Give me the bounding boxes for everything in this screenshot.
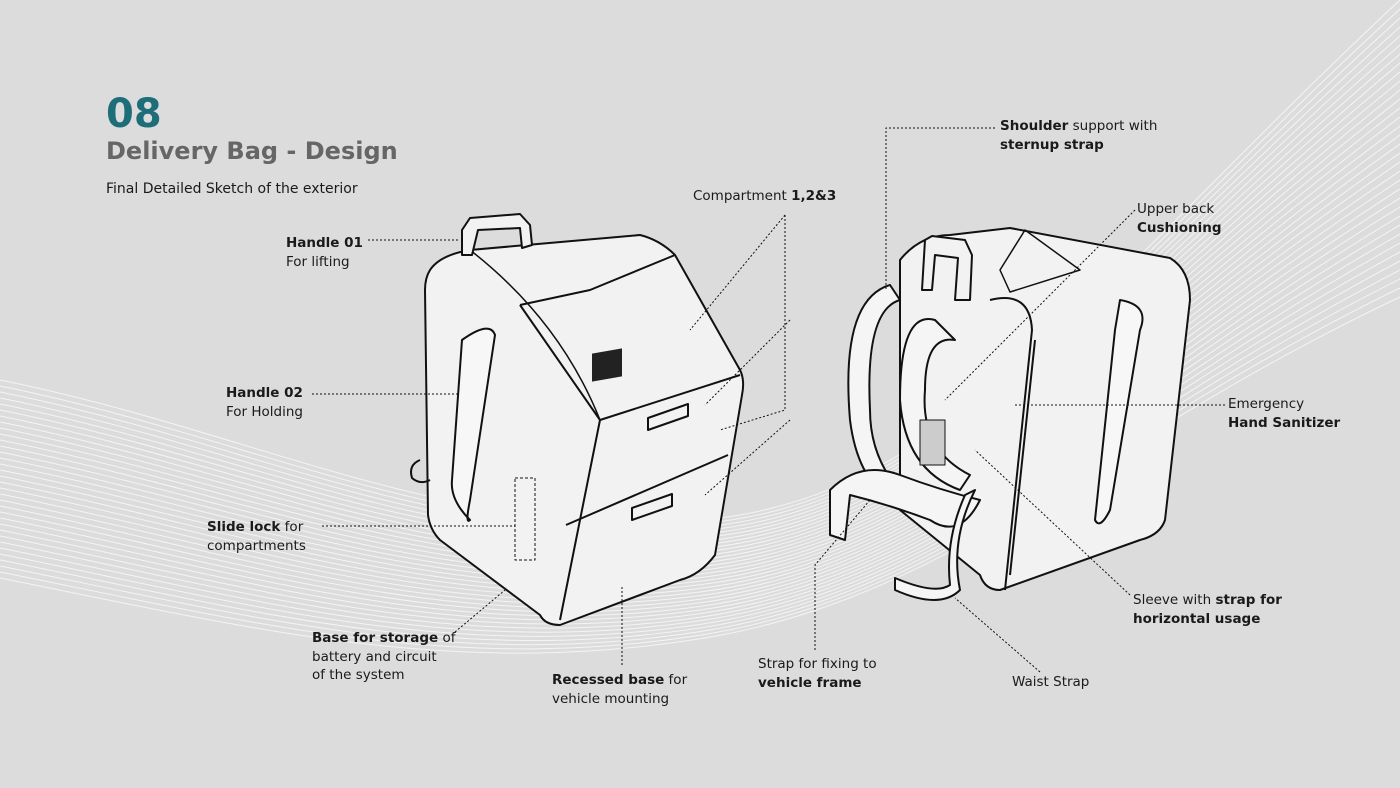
label-text: Compartment	[693, 188, 792, 204]
page-title: Delivery Bag - Design	[106, 137, 398, 165]
leader-lines	[312, 127, 1225, 673]
label-sleeve: Sleeve with strap for horizontal usage	[1133, 591, 1282, 628]
front-bag-sketch	[410, 213, 745, 626]
label-bold: Recessed base	[552, 672, 665, 688]
mesh-panel	[919, 419, 946, 466]
label-bold: Hand Sanitizer	[1228, 414, 1341, 431]
label-text: vehicle mounting	[552, 690, 670, 707]
label-waist-strap: Waist Strap	[1012, 673, 1089, 692]
label-slide-lock: Slide lock for compartments	[207, 518, 306, 555]
label-bold: horizontal usage	[1133, 610, 1261, 627]
label-text: compartments	[207, 537, 306, 554]
qr-code-icon	[592, 348, 622, 382]
label-text: Sleeve with	[1133, 592, 1216, 608]
label-text: support with	[1068, 118, 1158, 134]
page-subtitle: Final Detailed Sketch of the exterior	[106, 181, 358, 197]
label-text: of	[438, 630, 456, 646]
back-bag-sketch	[829, 227, 1191, 601]
label-bold: Handle 02	[226, 385, 303, 401]
label-bold: 1,2&3	[791, 188, 837, 204]
label-handle-01: Handle 01 For lifting	[286, 234, 363, 271]
label-bold: Slide lock	[207, 519, 281, 535]
label-bold: Base for storage	[312, 630, 439, 646]
label-compartment: Compartment 1,2&3	[693, 187, 836, 206]
label-shoulder: Shoulder support with sternup strap	[1000, 117, 1157, 154]
label-text: of the system	[312, 667, 405, 683]
label-text: Strap for fixing to	[758, 656, 877, 672]
label-text: for	[664, 672, 688, 688]
label-strap-vehicle: Strap for fixing to vehicle frame	[758, 655, 877, 692]
section-number: 08	[106, 91, 162, 137]
label-text: Upper back	[1137, 201, 1215, 217]
label-bold: Cushioning	[1137, 219, 1222, 236]
label-text: Waist Strap	[1012, 674, 1090, 690]
label-text: for	[280, 519, 304, 535]
label-text: battery and circuit	[312, 648, 437, 665]
label-handle-02: Handle 02 For Holding	[226, 384, 303, 421]
label-bold: strap for	[1215, 592, 1282, 608]
label-bold: Handle 01	[286, 235, 363, 251]
label-bold: sternup strap	[1000, 136, 1104, 153]
label-text: For lifting	[286, 253, 350, 270]
label-recessed-base: Recessed base for vehicle mounting	[552, 671, 687, 708]
label-text: For Holding	[226, 403, 303, 420]
label-bold: Shoulder	[1000, 118, 1069, 134]
label-text: Emergency	[1228, 396, 1305, 412]
label-bold: vehicle frame	[758, 674, 862, 691]
